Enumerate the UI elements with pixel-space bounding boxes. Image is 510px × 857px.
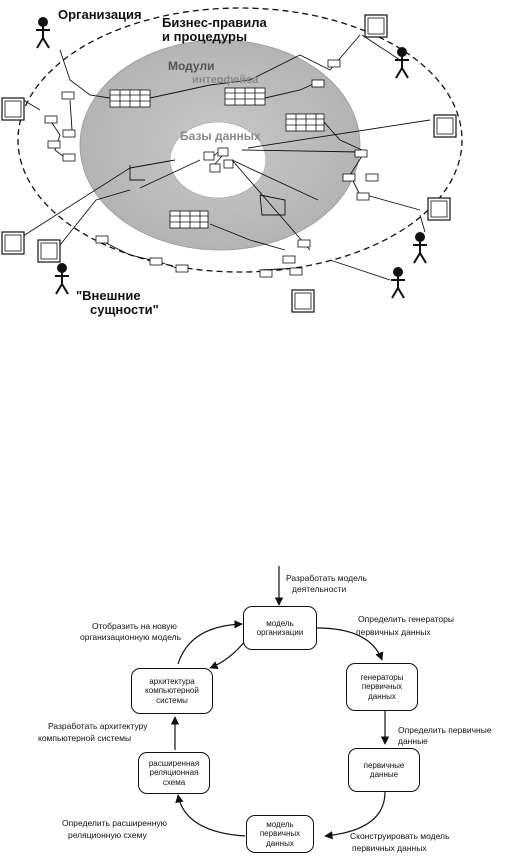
modules-label-line2: интерфейса (192, 74, 259, 86)
person-icon (36, 17, 50, 49)
action-extended-line1: Определить расширенную (62, 818, 168, 828)
action-develop-line2: деятельности (292, 584, 347, 594)
databases-label: Базы данных (180, 129, 261, 143)
person-icon (55, 263, 69, 295)
action-extended-line2: реляционную схему (68, 830, 147, 840)
action-architecture-line1: Разработать архитектуру (48, 721, 148, 731)
database-cluster (203, 147, 234, 173)
action-map-line2: организационную модель (80, 632, 182, 642)
person-icon (395, 47, 409, 79)
action-construct-line1: Сконструировать модель (350, 831, 450, 841)
node-computer-system-architecture: архитектура компьютерной системы (131, 668, 213, 714)
rules-label-line2: и процедуры (162, 29, 248, 44)
organization-boundary (17, 7, 463, 273)
external-entities-line2: сущности" (90, 302, 159, 317)
modules-label-line1: Модули (168, 59, 215, 73)
person-icon (413, 232, 427, 264)
external-entities-line1: "Внешние (76, 288, 141, 303)
action-develop-line1: Разработать модель (286, 573, 367, 583)
person-icon (391, 267, 405, 299)
node-primary-data-model: модель первичных данных (246, 815, 314, 853)
module-table (285, 113, 325, 132)
module-table (109, 89, 151, 108)
node-organization-model: модель организации (243, 606, 317, 650)
action-primary-line2: данные (398, 736, 428, 746)
module-table (224, 87, 266, 106)
action-construct-line2: первичных данных (352, 843, 427, 853)
external-document-icon (1, 14, 457, 313)
action-map-line1: Отобразить на новую (92, 621, 177, 631)
action-architecture-line2: компьютерной системы (38, 733, 132, 743)
action-primary-line1: Определить первичные (398, 725, 492, 735)
node-primary-data-generators: генераторы первичных данных (346, 663, 418, 711)
rules-label-line1: Бизнес-правила (162, 15, 267, 30)
action-generators-line2: первичных данных (356, 627, 431, 637)
organization-label: Организация (58, 7, 142, 22)
node-extended-relational-schema: расширенная реляционная схема (138, 752, 210, 794)
process-boxes (44, 59, 379, 278)
module-table (169, 210, 209, 229)
node-primary-data: первичные данные (348, 748, 420, 792)
action-generators-line1: Определить генераторы (358, 614, 454, 624)
